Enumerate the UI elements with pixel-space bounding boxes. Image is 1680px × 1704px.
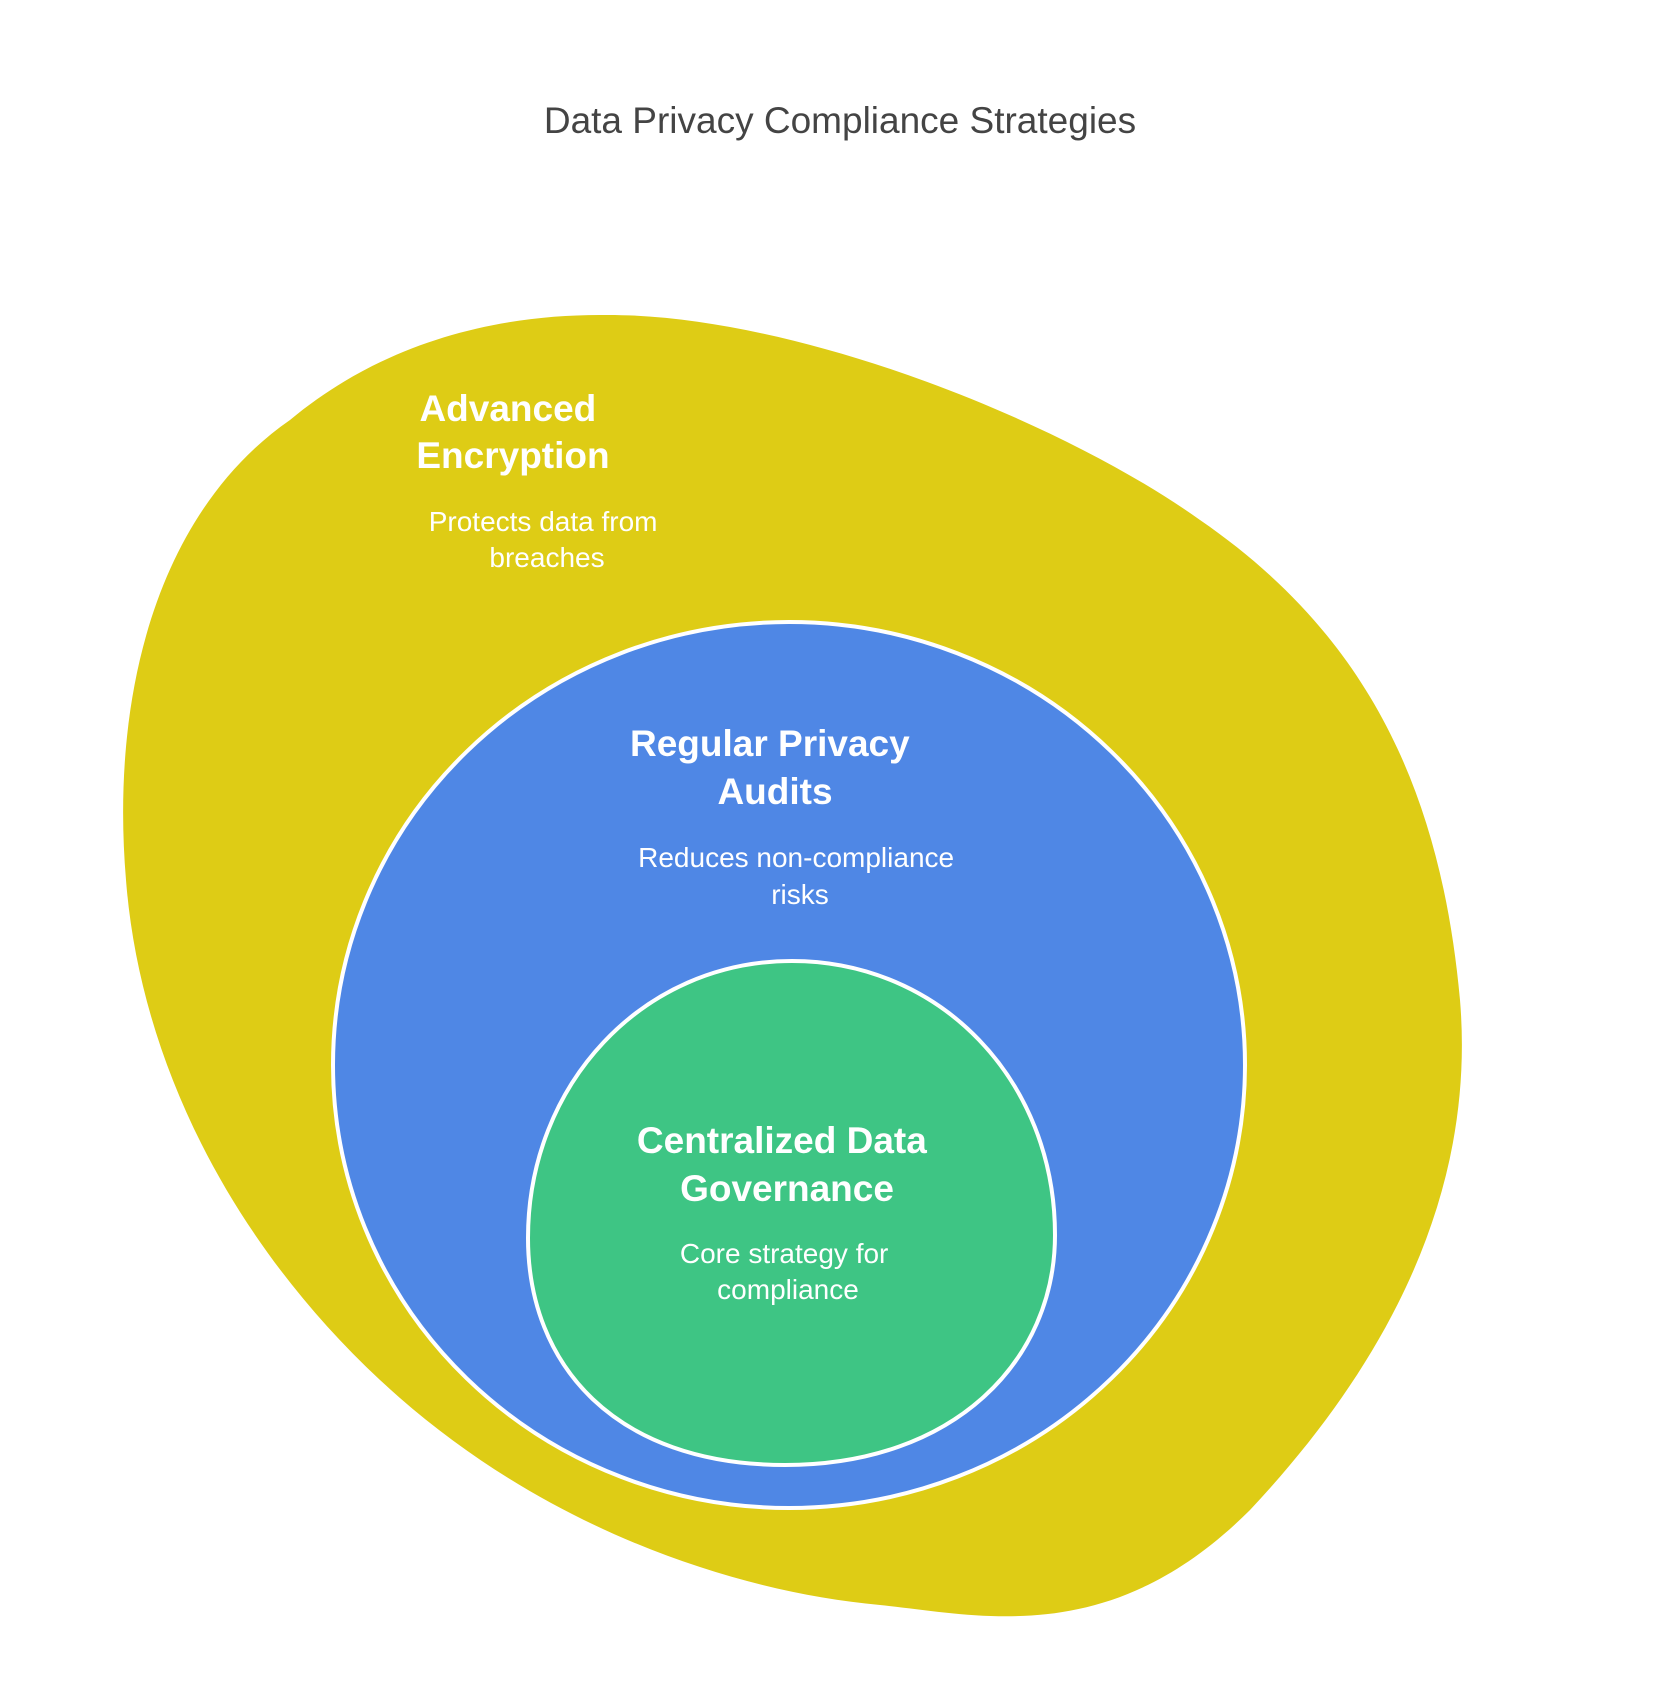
inner-layer-shape <box>525 958 1058 1468</box>
outer-layer-heading: Advanced Encryption <box>416 388 609 476</box>
inner-layer-description: Core strategy for compliance <box>680 1238 896 1305</box>
middle-layer-heading: Regular Privacy Audits <box>630 723 920 812</box>
diagram-title: Data Privacy Compliance Strategies <box>544 100 1136 141</box>
inner-layer-heading: Centralized Data Governance <box>637 1120 937 1209</box>
outer-layer-description: Protects data from breaches <box>429 506 666 573</box>
layer-centralized-data-governance: Centralized Data Governance Core strateg… <box>525 958 1058 1468</box>
middle-layer-description: Reduces non-compliance risks <box>638 842 962 910</box>
